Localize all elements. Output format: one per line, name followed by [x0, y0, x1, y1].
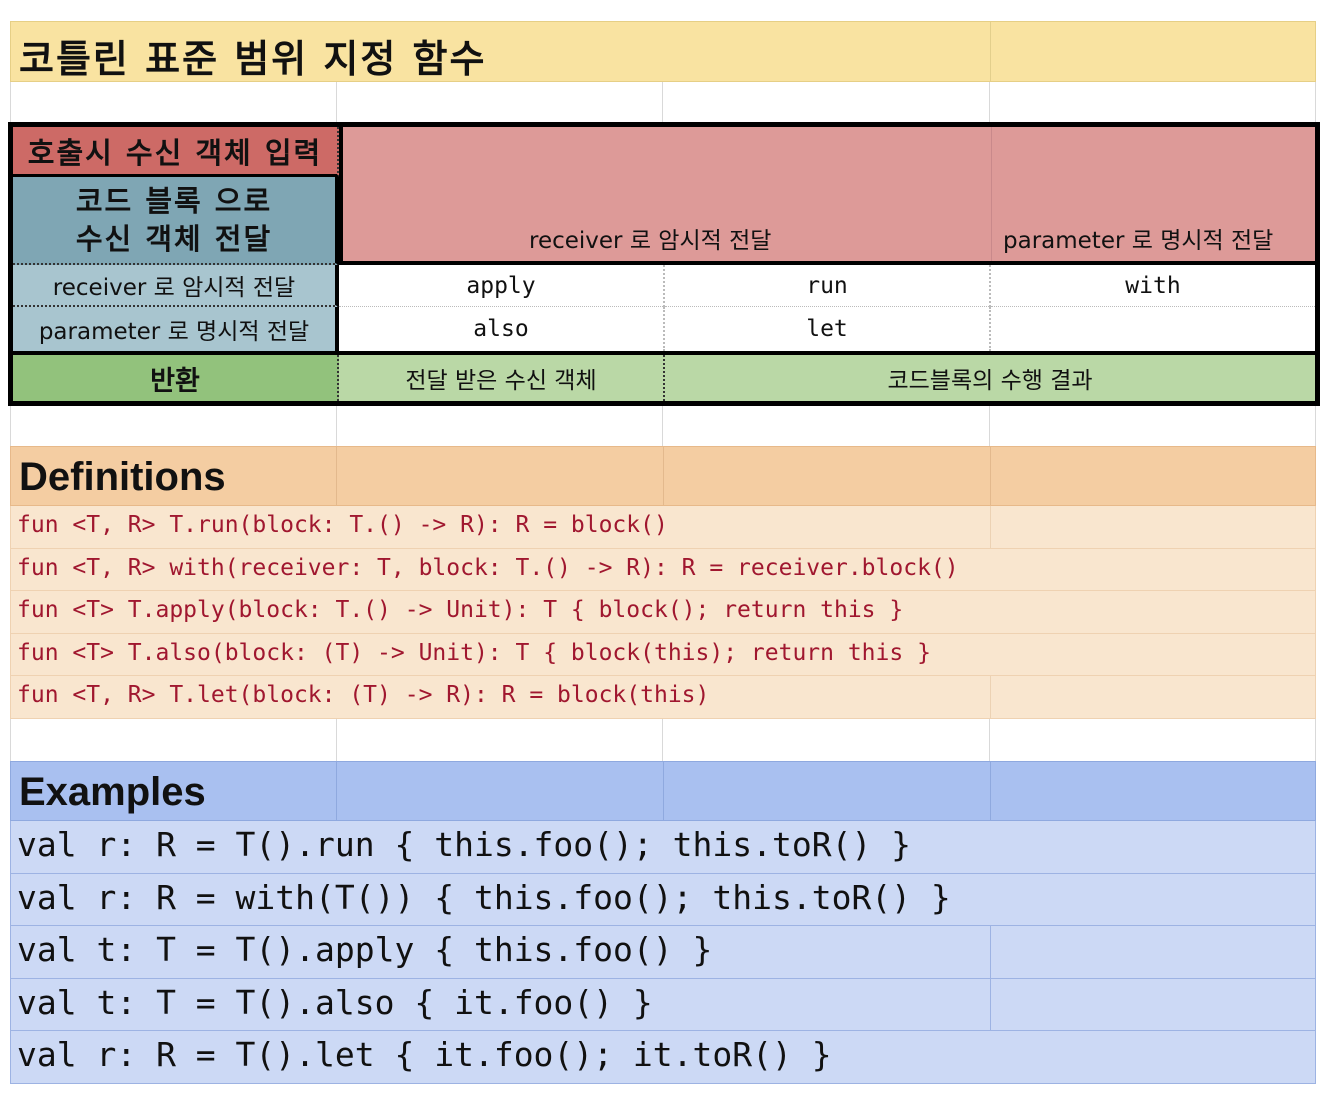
definition-run: fun <T, R> T.run(block: T.() -> R): R = … [17, 512, 668, 538]
example-row-let: val r: R = T().let { it.foo(); it.toR() … [10, 1031, 1316, 1084]
example-run: val r: R = T().run { this.foo(); this.to… [17, 825, 912, 864]
grid-line [1315, 82, 1316, 122]
header-divider [991, 127, 992, 261]
grid-line [989, 719, 990, 761]
receiver-input-header: 호출시 수신 객체 입력 [13, 127, 339, 177]
examples-section: Examples val r: R = T().run { this.foo()… [10, 761, 1316, 1084]
page-title: 코틀린 표준 범위 지정 함수 [19, 37, 487, 81]
examples-title: Examples [19, 770, 206, 814]
grid-line [1315, 719, 1316, 761]
example-with: val r: R = with(T()) { this.foo(); this.… [17, 877, 951, 917]
grid-line [336, 719, 337, 761]
title-divider [990, 22, 991, 81]
example-row-also: val t: T = T().also { it.foo() } [10, 978, 1316, 1032]
row-label-parameter: parameter 로 명시적 전달 [13, 307, 339, 351]
example-row-apply: val t: T = T().apply { this.foo() } [10, 926, 1316, 979]
header-divider [336, 447, 337, 505]
return-result-cell: 코드블록의 수행 결과 [887, 368, 1093, 394]
codeblock-passing-header: 코드 블록 으로 수신 객체 전달 [13, 177, 339, 265]
example-also: val t: T = T().also { it.foo() } [17, 982, 653, 1022]
header-divider [663, 447, 664, 505]
grid-line [989, 406, 990, 446]
scope-function-matrix: receiver 로 암시적 전달 parameter 로 명시적 전달 호출시… [8, 122, 1320, 406]
row-divider [990, 676, 991, 718]
example-row-with: val r: R = with(T()) { this.foo(); this.… [10, 873, 1316, 927]
grid-line [10, 82, 11, 122]
definitions-header: Definitions [10, 446, 1316, 506]
definitions-section: Definitions fun <T, R> T.run(block: T.()… [10, 446, 1316, 719]
grid-line [1315, 406, 1316, 446]
definition-also: fun <T> T.also(block: (T) -> Unit): T { … [17, 639, 931, 666]
cell-empty [991, 307, 1315, 351]
header-divider [990, 762, 991, 820]
title-bar: 코틀린 표준 범위 지정 함수 [10, 21, 1316, 82]
header-divider [336, 762, 337, 820]
definition-with: fun <T, R> with(receiver: T, block: T.()… [17, 554, 959, 581]
receiver-implicit-header: receiver 로 암시적 전달 [529, 228, 772, 254]
example-apply: val t: T = T().apply { this.foo() } [17, 930, 713, 970]
cell-let: let [665, 307, 991, 351]
row-label-receiver: receiver 로 암시적 전달 [13, 265, 339, 307]
grid-line [989, 82, 990, 122]
definition-row-run: fun <T, R> T.run(block: T.() -> R): R = … [10, 506, 1316, 549]
cell-also: also [339, 307, 665, 351]
codeblock-header-line1: 코드 블록 으로 [75, 184, 273, 218]
example-row-run: val r: R = T().run { this.foo(); this.to… [10, 821, 1316, 874]
definition-row-with: fun <T, R> with(receiver: T, block: T.()… [10, 548, 1316, 592]
cell-apply: apply [339, 265, 665, 307]
grid-line [662, 406, 663, 446]
parameter-explicit-header: parameter 로 명시적 전달 [1003, 228, 1274, 254]
grid-line [662, 82, 663, 122]
grid-line [336, 82, 337, 122]
cell-with: with [991, 265, 1315, 307]
example-let: val r: R = T().let { it.foo(); it.toR() … [17, 1035, 832, 1075]
examples-header: Examples [10, 761, 1316, 821]
definition-row-let: fun <T, R> T.let(block: (T) -> R): R = b… [10, 676, 1316, 719]
grid-line [10, 719, 11, 761]
definition-row-apply: fun <T> T.apply(block: T.() -> Unit): T … [10, 591, 1316, 634]
grid-line [10, 406, 11, 446]
definitions-title: Definitions [19, 455, 226, 499]
row-divider [990, 926, 991, 978]
definition-apply: fun <T> T.apply(block: T.() -> Unit): T … [17, 597, 904, 624]
row-divider [990, 978, 991, 1031]
definition-let: fun <T, R> T.let(block: (T) -> R): R = b… [17, 682, 710, 709]
grid-line [336, 406, 337, 446]
codeblock-header-line2: 수신 객체 전달 [75, 222, 273, 256]
grid-line [662, 719, 663, 761]
cell-run: run [665, 265, 991, 307]
receiver-passing-header: receiver 로 암시적 전달 parameter 로 명시적 전달 [339, 127, 1315, 265]
return-header: 반환 [13, 355, 339, 401]
definition-row-also: fun <T> T.also(block: (T) -> Unit): T { … [10, 633, 1316, 677]
return-receiver-cell: 전달 받은 수신 객체 [339, 355, 665, 401]
row-divider [990, 506, 991, 548]
return-row: 반환 전달 받은 수신 객체 코드블록의 수행 결과 [13, 351, 1315, 401]
header-divider [663, 762, 664, 820]
header-divider [990, 447, 991, 505]
